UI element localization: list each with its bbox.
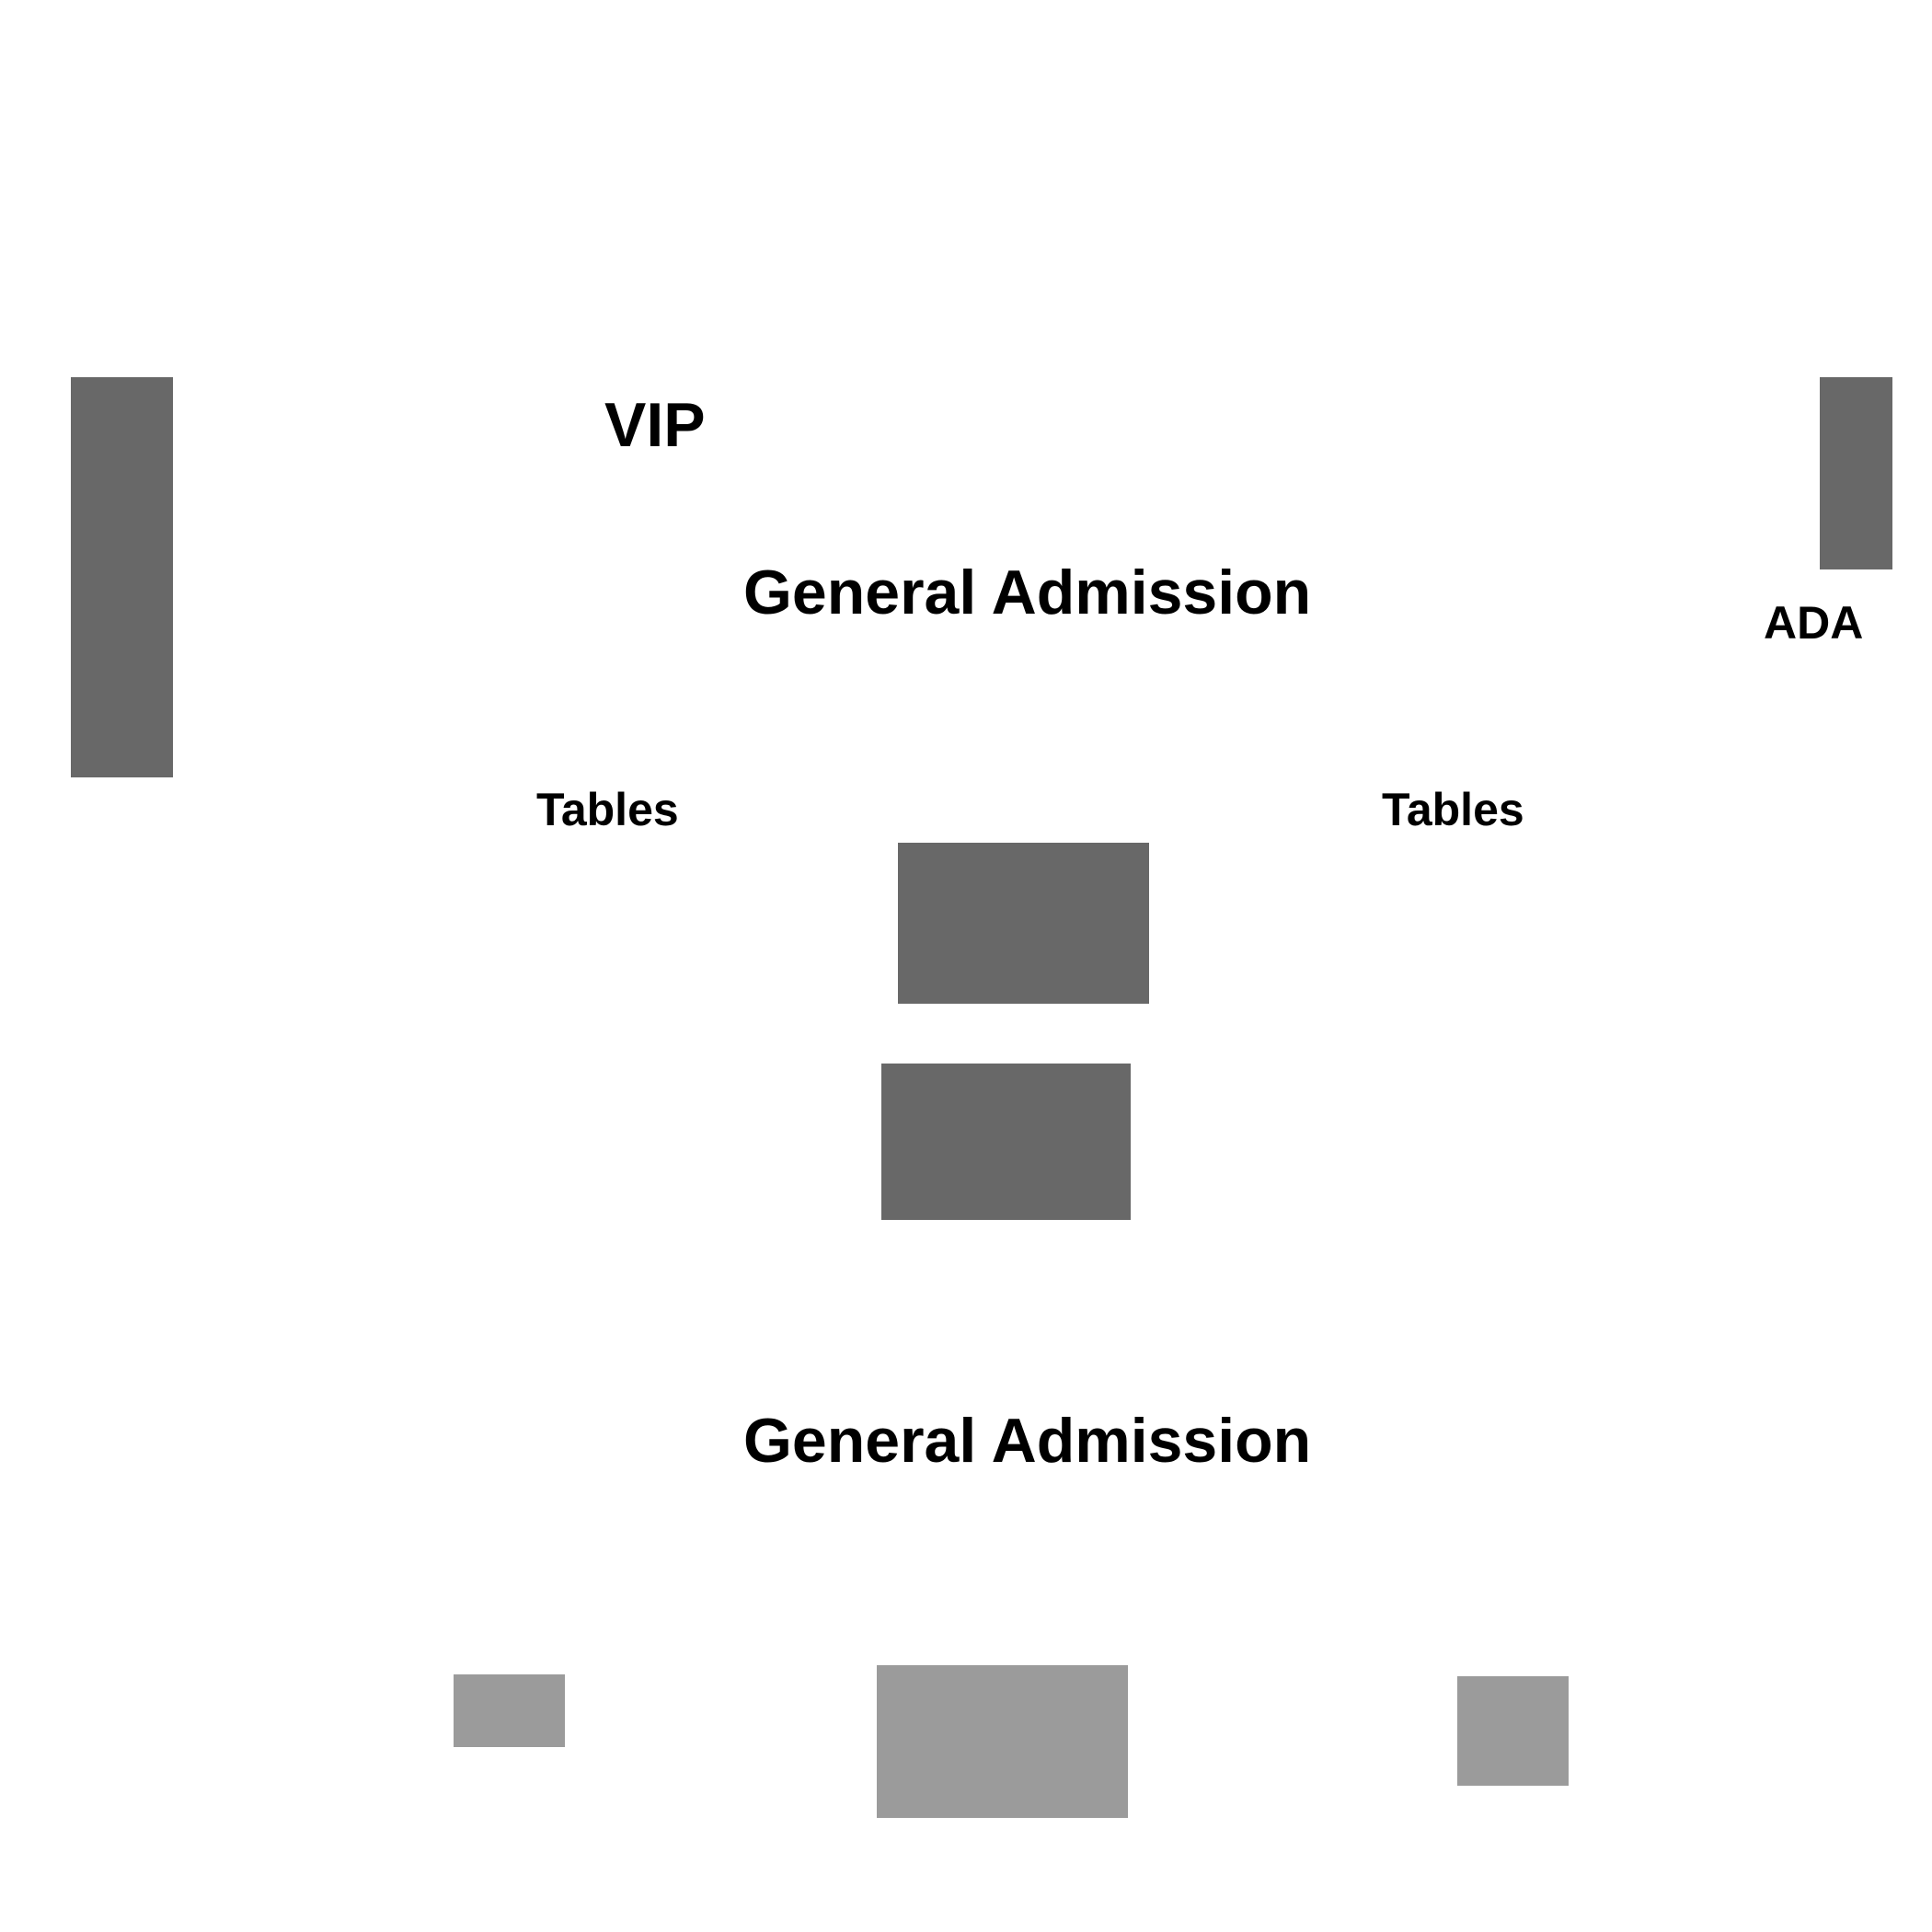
bottom-right-block[interactable]	[1457, 1676, 1569, 1786]
bottom-left-block[interactable]	[454, 1674, 565, 1747]
tables-right-label: Tables	[1382, 784, 1524, 835]
general-admission-upper-label: General Admission	[743, 558, 1312, 627]
ada-section-block[interactable]	[1820, 377, 1892, 569]
vip-label: VIP	[604, 390, 706, 460]
general-admission-lower-label: General Admission	[743, 1406, 1312, 1476]
center-section-block-lower[interactable]	[881, 1064, 1131, 1220]
center-section-block-upper[interactable]	[898, 843, 1149, 1004]
bottom-center-block[interactable]	[877, 1665, 1128, 1818]
tables-left-label: Tables	[536, 784, 679, 835]
vip-section-block[interactable]	[71, 377, 173, 777]
ada-label: ADA	[1764, 597, 1864, 649]
